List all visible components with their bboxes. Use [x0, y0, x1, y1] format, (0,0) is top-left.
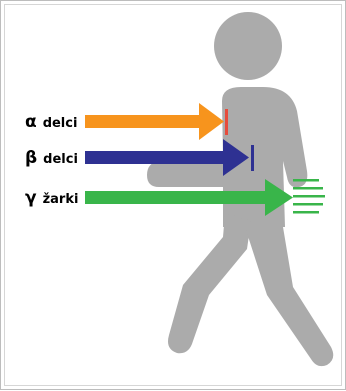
- gamma-symbol: γ: [25, 188, 37, 208]
- alpha-arrow-shaft: [85, 115, 205, 128]
- gamma-arrow: [85, 179, 325, 216]
- person-head: [214, 12, 282, 80]
- gamma-arrow-shaft: [85, 191, 269, 204]
- beta-symbol: β: [25, 148, 38, 168]
- alpha-arrow-head: [199, 103, 224, 140]
- alpha-arrow: [85, 103, 228, 140]
- beta-arrow-head: [223, 139, 249, 176]
- beta-label-text: delci: [43, 152, 78, 167]
- gamma-arrow-head: [265, 179, 293, 216]
- beta-arrow-shaft: [85, 151, 227, 164]
- alpha-symbol: α: [25, 112, 37, 132]
- gamma-exit-lines: [293, 179, 325, 214]
- alpha-stop-line: [225, 109, 228, 135]
- person-right-leg: [245, 227, 334, 367]
- person-left-leg: [168, 213, 251, 354]
- beta-arrow: [85, 139, 254, 176]
- beta-stop-line: [251, 145, 254, 171]
- alpha-label-text: delci: [42, 116, 78, 131]
- gamma-label-text: žarki: [42, 192, 79, 207]
